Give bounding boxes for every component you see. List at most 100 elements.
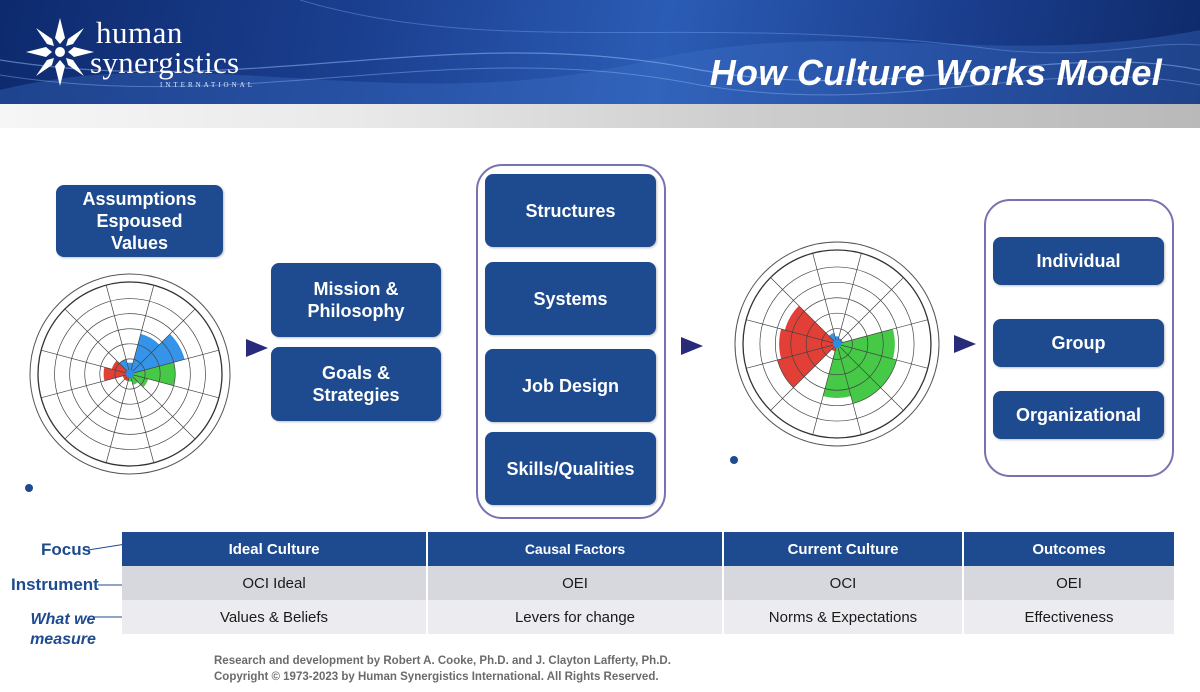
mini-logo-icon [730,456,738,464]
measure-connector [94,616,126,618]
goals-label: Goals & Strategies [312,363,400,405]
footer-credits: Research and development by Robert A. Co… [214,653,671,685]
style-segment [779,329,837,359]
header-outcomes: Outcomes [964,532,1174,566]
spoke [129,373,219,399]
table-cell: Values & Beliefs [122,600,428,634]
what-we-measure-label: What we measure [30,611,96,648]
spoke [836,319,928,345]
table-cell: OEI [964,566,1174,600]
header-causal-factors: Causal Factors [428,532,724,566]
job-design-box: Job Design [485,349,656,422]
spoke [41,349,131,375]
style-segment [784,305,837,344]
style-segment [103,367,130,381]
mission-box: Mission & Philosophy [271,263,441,337]
spoke [129,285,155,375]
logo-wordmark: human synergistics [90,15,239,78]
logo-line-human: human [96,15,183,50]
spoke [836,343,928,369]
spoke [836,277,904,345]
arrow-right-icon [246,339,268,357]
structures-label: Structures [525,200,616,221]
table-row-measure: Values & Beliefs Levers for change Norms… [122,600,1174,634]
human-synergistics-logo [26,18,94,86]
style-segment [130,333,160,374]
guide-ring [790,297,884,391]
style-segment [837,329,895,359]
spoke [129,308,196,375]
spoke [129,349,219,375]
style-segment [127,362,133,374]
header-ideal-culture: Ideal Culture [122,532,428,566]
style-segment [111,360,130,374]
systems-label: Systems [533,288,608,309]
organizational-box: Organizational [993,391,1164,439]
table-cell: OCI Ideal [122,566,428,600]
systems-box: Systems [485,262,656,335]
guide-ring [84,328,176,420]
table-cell: OEI [428,566,724,600]
instrument-label: Instrument [11,575,99,594]
style-segment [777,344,837,388]
group-box: Group [993,319,1164,367]
guide-ring [99,343,161,405]
skills-qualities-label: Skills/Qualities [506,458,635,479]
table-cell: Norms & Expectations [724,600,964,634]
footer-line-copyright: Copyright © 1973-2023 by Human Synergist… [214,671,659,683]
table-header-row: Ideal Culture Causal Factors Current Cul… [122,532,1174,566]
arrow-right-icon [954,335,976,353]
individual-box: Individual [993,237,1164,285]
logo-subtitle: INTERNATIONAL [160,81,255,89]
header-current-culture: Current Culture [724,532,964,566]
style-segment [130,362,176,386]
spoke [105,373,131,463]
structures-box: Structures [485,174,656,247]
spoke [41,373,131,399]
table-row-instrument: OCI Ideal OEI OCI OEI [122,566,1174,600]
style-segment [837,344,897,388]
mini-logo-icon [25,484,33,492]
spoke [129,373,196,440]
job-design-label: Job Design [521,375,619,396]
assumptions-label: Assumptions Espoused Values [82,189,197,253]
style-segment [130,374,149,388]
table-cell: Levers for change [428,600,724,634]
style-segment [837,344,881,404]
center-dot [833,340,841,348]
spoke [746,319,838,345]
spoke [836,343,862,435]
goals-box: Goals & Strategies [271,347,441,421]
center-dot [126,370,134,378]
style-segment [119,359,130,374]
spoke [836,343,904,411]
guide-ring [759,266,915,422]
table-cell: OCI [724,566,964,600]
mission-label: Mission & Philosophy [307,279,405,321]
organizational-label: Organizational [1015,405,1141,425]
header-banner: human synergistics INTERNATIONAL How Cul… [0,0,1200,104]
style-segment [823,344,851,398]
header-grey-band [0,104,1200,128]
spoke [770,343,838,411]
individual-label: Individual [1036,251,1121,271]
table-cell: Effectiveness [964,600,1174,634]
outer-ring [734,241,940,447]
page-title: How Culture Works Model [709,52,1162,93]
arrow-right-icon [681,337,703,355]
spoke [129,373,155,463]
guide-ring [69,313,191,435]
footer-line-research: Research and development by Robert A. Co… [214,655,671,667]
assumptions-box: Assumptions Espoused Values [56,185,223,257]
spoke [64,373,131,440]
guide-ring [774,281,900,407]
ideal-circumplex [25,273,231,492]
banner-swoosh [0,0,1200,104]
spoke [836,253,862,345]
style-segment [130,333,185,374]
focus-label: Focus [41,540,92,559]
focus-connector [88,543,127,551]
guide-ring [54,298,206,450]
focus-table: Ideal Culture Causal Factors Current Cul… [122,532,1174,634]
